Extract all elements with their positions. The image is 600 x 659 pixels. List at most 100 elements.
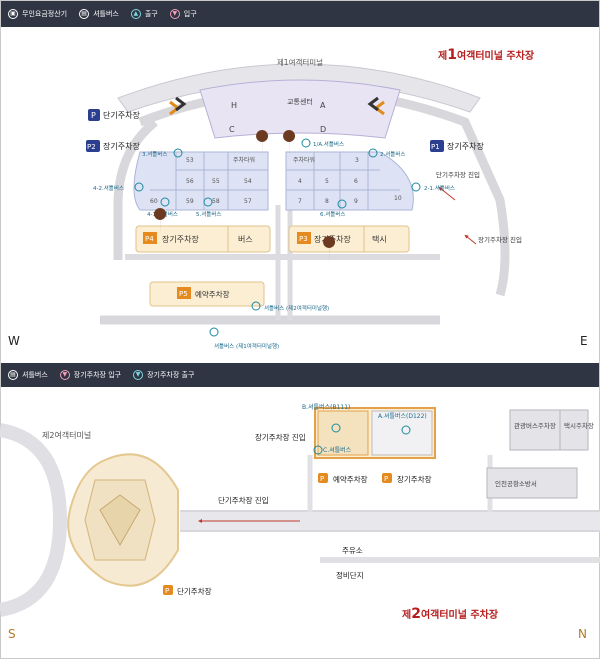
t2-short-term-badge-letter: P [165, 587, 169, 595]
p2-label: 장기주차장 [103, 141, 140, 151]
bus-icon: ▤ [79, 9, 90, 19]
t2-reservation-badge [318, 473, 328, 483]
zone-54-label: 54 [244, 178, 252, 185]
t2-shuttle-b-icon [331, 423, 341, 433]
zone-5-label: 5 [325, 178, 329, 185]
t2-shuttle-c-label: C.셔틀버스 [323, 446, 352, 454]
exit-icon: ▲ [130, 9, 141, 19]
shuttle-5-label: 5.셔틀버스 [196, 210, 222, 218]
t2-facility-grid [486, 409, 589, 499]
road-west [113, 118, 158, 260]
p1-badge-bg [430, 140, 444, 152]
shuttle-1-label: 1/A.셔틀버스 [313, 140, 344, 148]
long-entry-label: 장기주차장 진입 [478, 235, 522, 244]
p3-side-label: 택시 [372, 234, 387, 244]
legend-kiosk: ▣ 무인요금정산기 [8, 9, 67, 19]
p1-badge: P1 [431, 143, 440, 151]
t2-short-entry-label: 단기주차장 진입 [218, 495, 269, 505]
parking-p4 [135, 225, 271, 253]
legend-shuttle-2: ▤ 셔틀버스 [8, 370, 48, 380]
shuttle-6-label: 6.셔틀버스 [320, 210, 346, 218]
shuttle-stop-t1-icon [209, 327, 219, 337]
shuttle-stop-2-icon [368, 148, 378, 158]
shuttle-stop-42-icon [134, 182, 144, 192]
shuttle-stop-41-icon [160, 197, 170, 207]
compass-west: W [8, 334, 20, 348]
terminal1-label: 제1여객터미널 [277, 57, 323, 67]
zone-10-label: 10 [394, 195, 402, 202]
legend-entrance: ▼ 입구 [169, 9, 197, 19]
shuttle-stop-5-icon [203, 197, 213, 207]
t2-long-term-badge [382, 473, 392, 483]
entrance-pin-icon: ▼ [59, 370, 70, 380]
legend-bar-terminal2: ▤ 셔틀버스 ▼ 장기주차장 입구 ▼ 장기주차장 출구 [1, 363, 599, 387]
legend-long-entrance: ▼ 장기주차장 입구 [59, 370, 121, 380]
shuttle-42-label: 4-2.셔틀버스 [93, 184, 124, 192]
compass-south: S [8, 627, 16, 641]
t2-tour-bus-label: 관광버스주차장 [514, 421, 556, 430]
t2-customs-label: 인천공항소방서 [495, 479, 537, 488]
zone-58-label: 58 [212, 198, 220, 205]
zone-55-label: 55 [212, 178, 220, 185]
legend-long-exit: ▼ 장기주차장 출구 [133, 370, 194, 380]
entry-chevron-west-icon [169, 96, 187, 116]
t2-gas-label: 주유소 [342, 546, 363, 555]
p3-badge: P3 [299, 235, 308, 243]
entrance-pin-icon [154, 130, 336, 264]
t2-short-term-label: 단기주차장 [177, 586, 212, 596]
exit-pin-icon: ▼ [133, 370, 144, 380]
zone-h-label: H [231, 101, 237, 110]
compass-north: N [578, 627, 587, 641]
legend-bar-terminal1: ▣ 무인요금정산기 ▤ 셔틀버스 ▲ 출구 ▼ 입구 [1, 1, 599, 27]
compass-east: E [580, 334, 588, 348]
parking-p5 [149, 281, 265, 307]
t2-long-term-badge-letter: P [384, 475, 388, 483]
zone-8-label: 8 [325, 198, 329, 205]
legend-exit: ▲ 출구 [130, 9, 158, 19]
short-entry-arrow-icon [438, 186, 456, 201]
short-entry-label: 단기주차장 진입 [436, 170, 480, 179]
zone-60-label: 60 [150, 198, 158, 205]
long-entry-arrow-icon [464, 234, 477, 245]
shuttle-stop-6-icon [337, 199, 347, 209]
legend-shuttle: ▤ 셔틀버스 [79, 9, 119, 19]
shuttle-stop-t2-icon [251, 301, 261, 311]
parking-tower-east-label: 주차타워 [293, 156, 315, 164]
p5-label: 예약주차장 [195, 289, 230, 299]
shuttle-stop-1-icon [301, 138, 311, 148]
t2-short-term-parking [67, 453, 179, 587]
road-vertical [275, 205, 293, 320]
zone-57-label: 57 [244, 198, 252, 205]
shuttle-stop-3-icon [173, 148, 183, 158]
parking-p3 [288, 225, 410, 253]
parking-zone-west [133, 151, 269, 211]
entry-chevron-east-icon [367, 96, 385, 116]
p4-badge: P4 [145, 235, 154, 243]
shuttle-2-label: 2.셔틀버스 [380, 150, 406, 158]
zone-9-label: 9 [354, 198, 358, 205]
zone-53-label: 53 [186, 157, 194, 164]
zone-59-label: 59 [186, 198, 194, 205]
t2-title: 제2여객터미널 주차장 [402, 606, 499, 622]
t2-shuttle-b-label: B.셔틀버스(B111) [302, 403, 350, 411]
terminal2-building [0, 423, 68, 617]
transport-center-label: 교통센터 [287, 97, 313, 106]
p4-side-label: 버스 [238, 234, 253, 244]
t2-reservation-badge-letter: P [320, 475, 324, 483]
zone-d-label: D [320, 125, 326, 134]
t1-title: 제1여객터미널 주차장 [438, 47, 535, 63]
kiosk-icon: ▣ [8, 9, 18, 19]
t2-long-term-label: 장기주차장 [397, 474, 432, 484]
shuttle-t1-label: 셔틀버스 (제1여객터미널행) [214, 342, 279, 350]
terminal2-label: 제2여객터미널 [42, 430, 91, 440]
zone-6-label: 6 [354, 178, 358, 185]
zone-a-label: A [320, 101, 326, 110]
t2-parking-block [314, 407, 436, 459]
short-term-badge-letter: P [91, 111, 96, 120]
zone-56-label: 56 [186, 178, 194, 185]
t2-short-term-badge [163, 585, 173, 595]
p2-badge-bg [86, 140, 100, 152]
zone-7-label: 7 [298, 198, 302, 205]
t2-shuttle-a-icon [401, 425, 411, 435]
